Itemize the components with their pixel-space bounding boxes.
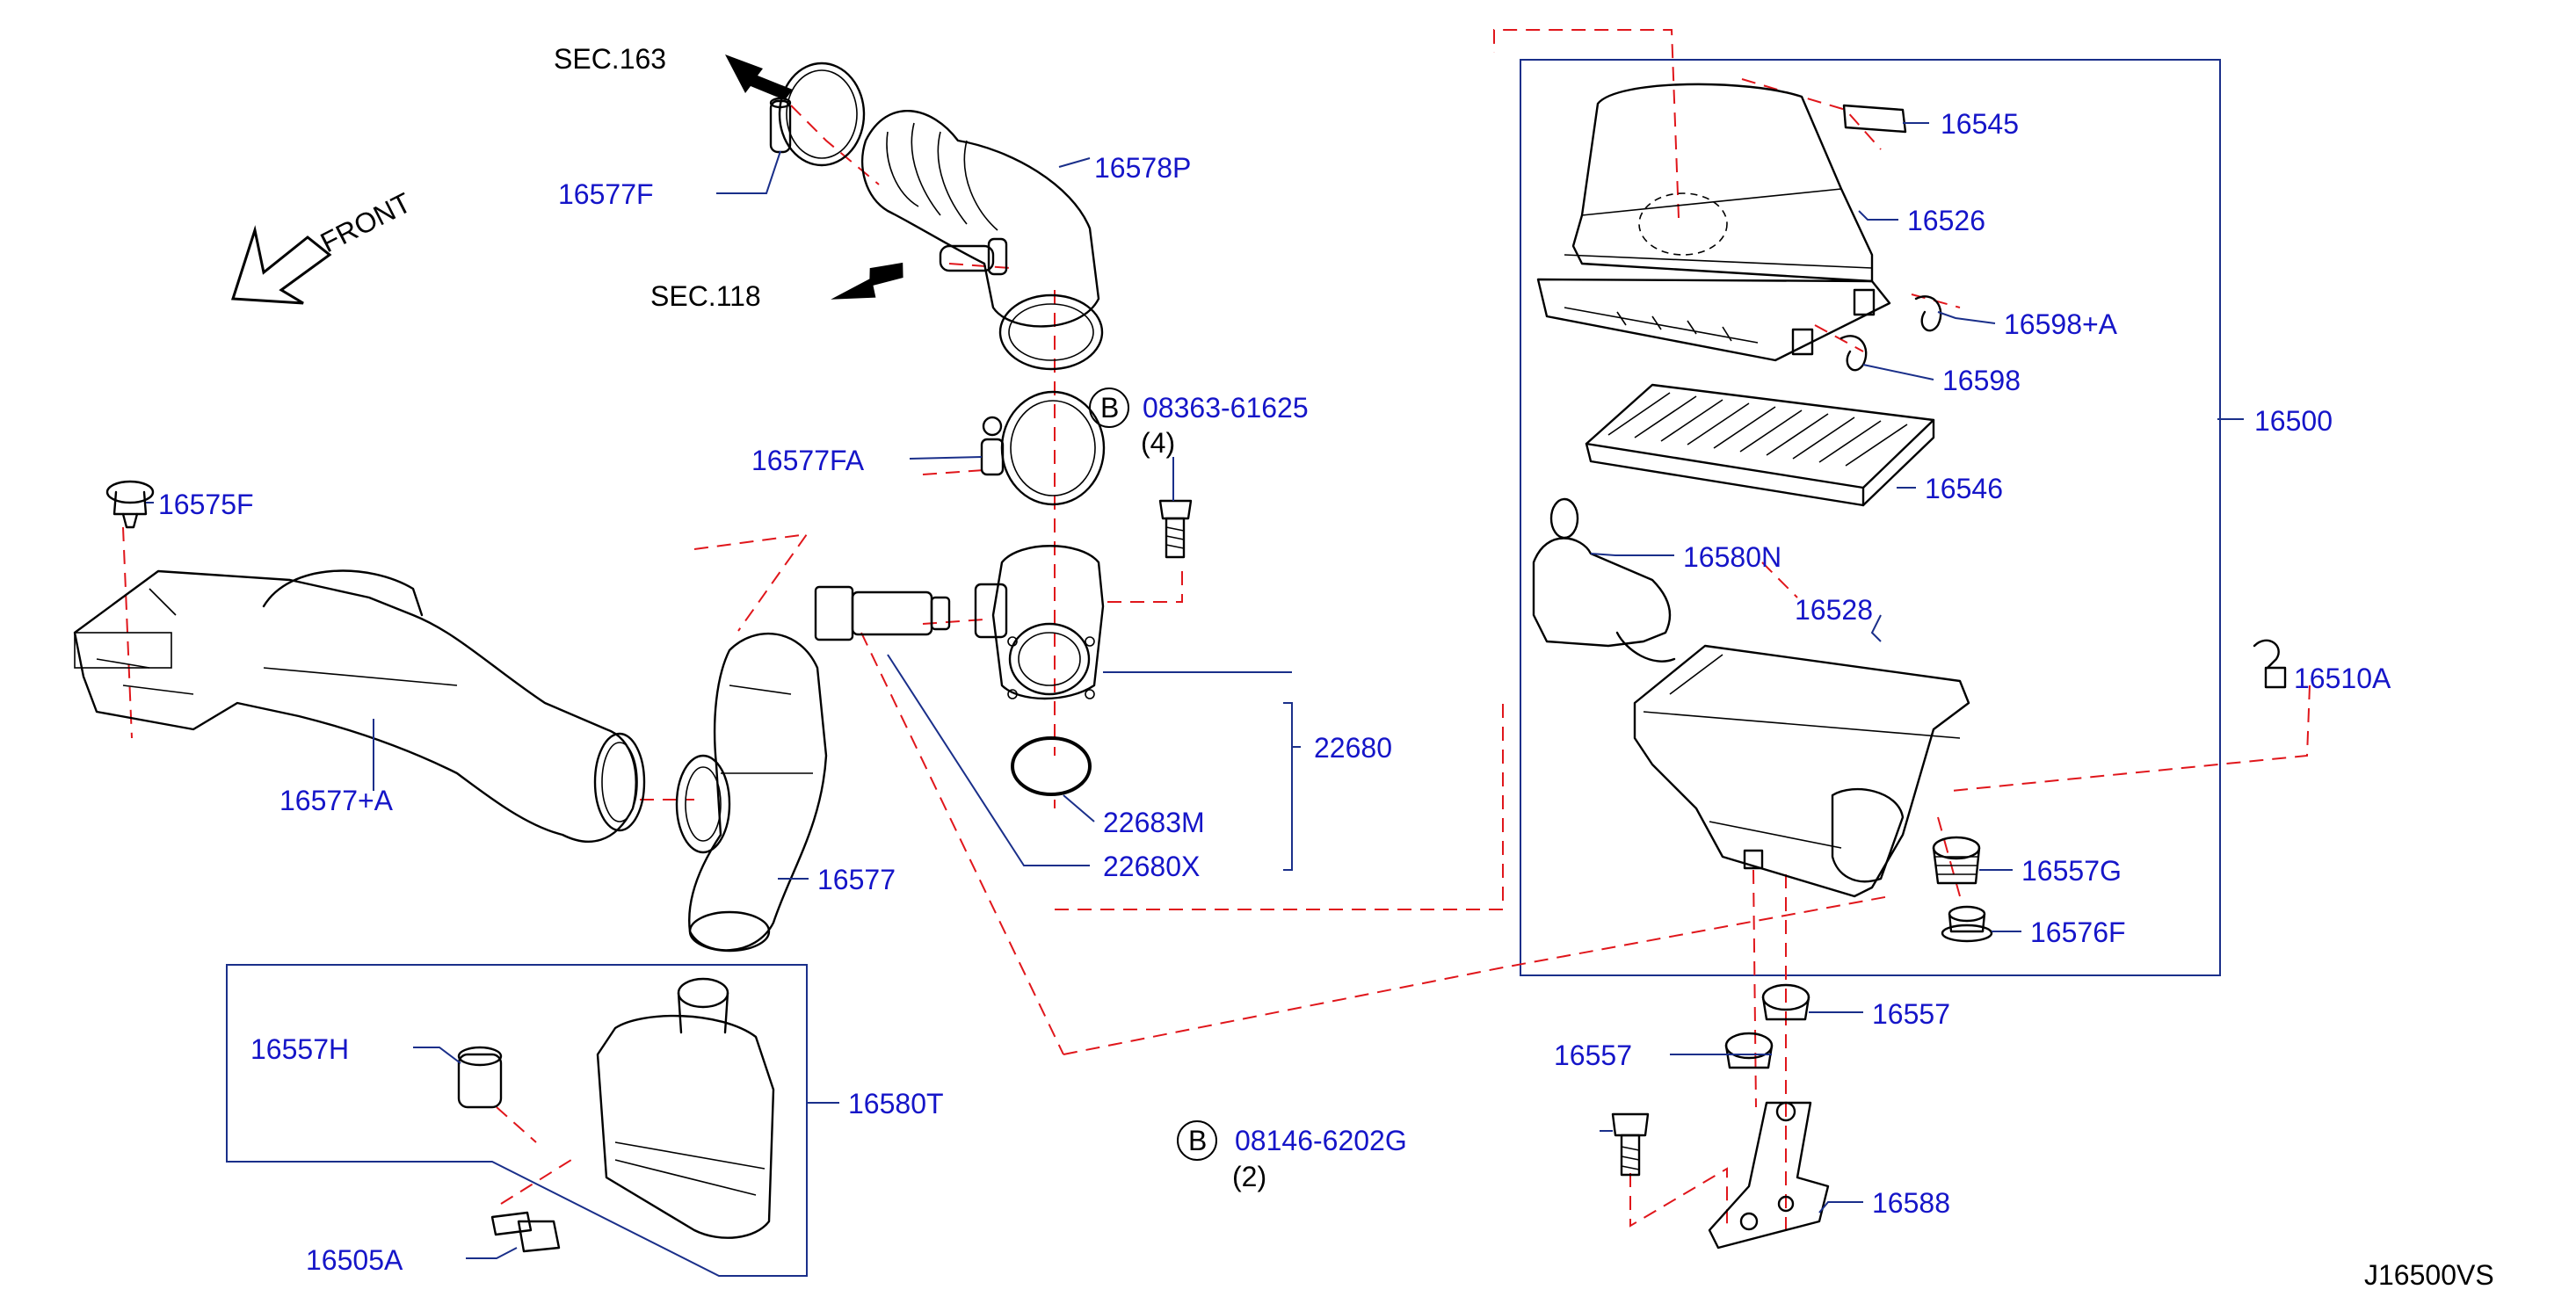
bolt-08363-drawing (1158, 499, 1193, 559)
part-16557-lower-drawing (1724, 1032, 1774, 1069)
label-08146-6202G[interactable]: 08146-6202G (1235, 1125, 1407, 1156)
part-16580T-resonator-drawing (596, 977, 775, 1239)
bolt-symbol-1-text: B (1100, 392, 1119, 424)
part-16575F-drawing (105, 480, 155, 529)
label-16575F[interactable]: 16575F (158, 489, 254, 520)
label-16500[interactable]: 16500 (2254, 405, 2333, 437)
label-08363-qty: (4) (1141, 427, 1175, 459)
label-front: FRONT (316, 186, 417, 258)
label-16577F[interactable]: 16577F (558, 178, 654, 210)
label-16598[interactable]: 16598 (1942, 365, 2021, 396)
label-sec118: SEC.118 (650, 280, 761, 312)
label-16578P[interactable]: 16578P (1094, 152, 1191, 184)
part-16577A-duct-drawing (73, 569, 646, 843)
bolt-symbol-2 (1177, 1120, 1217, 1161)
label-16557-lower[interactable]: 16557 (1554, 1040, 1632, 1071)
label-16557-upper[interactable]: 16557 (1872, 998, 1950, 1030)
part-22683M-oring (1011, 736, 1092, 796)
part-16546-filter-drawing (1585, 383, 1935, 507)
sec163-arrow (725, 54, 793, 100)
diagram-code: J16500VS (2364, 1259, 2494, 1291)
label-16576F[interactable]: 16576F (2030, 916, 2126, 948)
part-16557H-drawing (457, 1046, 503, 1109)
label-22680X[interactable]: 22680X (1103, 851, 1200, 882)
label-16557H[interactable]: 16557H (250, 1033, 349, 1065)
label-16557G[interactable]: 16557G (2021, 855, 2122, 887)
part-16528-housing-drawing (1633, 644, 1970, 898)
label-16546[interactable]: 16546 (1925, 473, 2003, 504)
resonator-group-box (226, 964, 808, 1277)
sec118-arrow (831, 262, 903, 300)
part-16580N-drawing (1532, 497, 1676, 663)
part-16577-duct-drawing (675, 632, 828, 953)
part-16557-upper-drawing (1761, 983, 1810, 1021)
label-16545[interactable]: 16545 (1941, 108, 2019, 140)
label-16598A[interactable]: 16598+A (2004, 308, 2118, 340)
bolt-symbol-2-text: B (1188, 1125, 1207, 1156)
label-22683M[interactable]: 22683M (1103, 807, 1205, 838)
part-16526-cover-drawing (1536, 83, 1891, 362)
bolt-08146-drawing (1611, 1112, 1650, 1177)
part-22680-maf-drawing (974, 545, 1105, 700)
part-16545-drawing (1842, 104, 1907, 134)
label-16580N[interactable]: 16580N (1683, 541, 1781, 573)
label-16580T[interactable]: 16580T (848, 1088, 944, 1119)
assembly-guide-lines (122, 29, 2311, 1230)
label-sec163: SEC.163 (554, 43, 666, 75)
label-16526[interactable]: 16526 (1907, 205, 1985, 236)
part-16588-bracket-drawing (1708, 1101, 1830, 1250)
part-16510A-drawing (2253, 639, 2287, 689)
bolt-symbol-1 (1089, 388, 1129, 428)
label-16505A[interactable]: 16505A (306, 1244, 403, 1276)
part-16505A-drawing (490, 1211, 561, 1253)
hose-clamp-upper (778, 62, 866, 167)
air-cleaner-assembly-box (1520, 59, 2221, 976)
label-16577A[interactable]: 16577+A (279, 785, 394, 816)
label-16588[interactable]: 16588 (1872, 1187, 1950, 1219)
part-16578P-drawing (861, 109, 1104, 371)
label-08363-61625[interactable]: 08363-61625 (1143, 392, 1309, 424)
label-08146-qty: (2) (1232, 1161, 1266, 1192)
part-16576F-drawing (1941, 905, 1993, 943)
part-16598A-clip (1914, 295, 1942, 332)
label-16528[interactable]: 16528 (1795, 594, 1873, 626)
label-22680[interactable]: 22680 (1314, 732, 1392, 764)
part-16577FA-drawing (980, 390, 1106, 506)
part-16557G-drawing (1932, 836, 1981, 885)
leader-lines (146, 122, 2244, 1259)
label-16510A[interactable]: 16510A (2294, 663, 2391, 694)
label-16577FA[interactable]: 16577FA (751, 445, 865, 476)
label-16577[interactable]: 16577 (817, 864, 896, 895)
front-arrow-icon (230, 225, 332, 305)
part-22680X-sensor-drawing (814, 585, 951, 641)
